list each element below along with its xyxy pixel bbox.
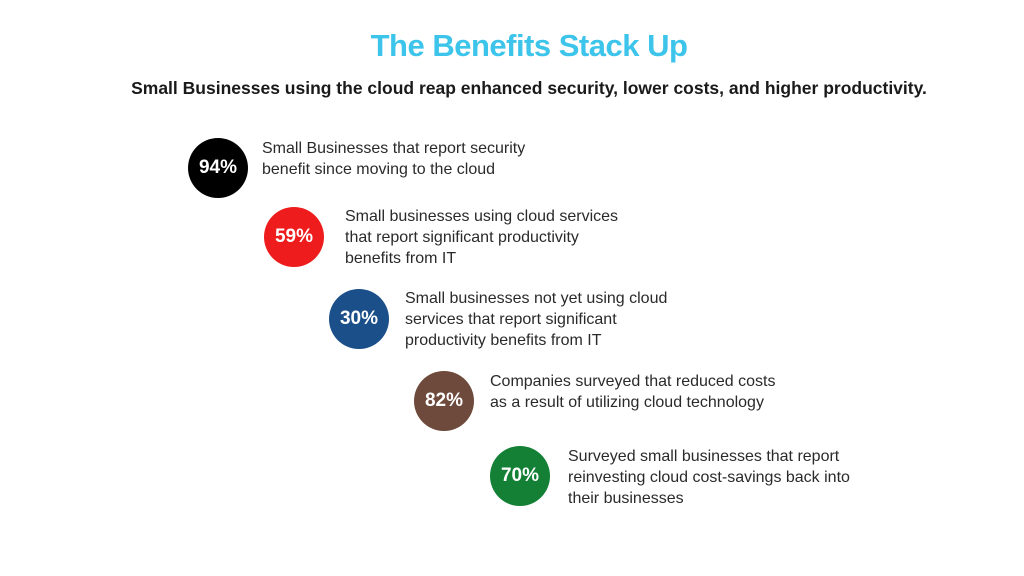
stat-circle: 70% <box>490 446 550 506</box>
stat-description: Small Businesses that report security be… <box>262 140 526 178</box>
stat-circle: 59% <box>264 207 324 267</box>
stat-description: Small businesses not yet using cloud ser… <box>405 290 668 349</box>
stat-description: Companies surveyed that reduced costs as… <box>490 373 776 411</box>
stat-circle: 94% <box>188 138 248 198</box>
stat-circle: 82% <box>414 371 474 431</box>
stat-description: Surveyed small businesses that report re… <box>568 448 850 507</box>
stat-description: Small businesses using cloud services th… <box>345 208 619 267</box>
stat-circle: 30% <box>329 289 389 349</box>
page-subtitle: Small Businesses using the cloud reap en… <box>131 78 927 98</box>
page-title: The Benefits Stack Up <box>370 28 688 63</box>
